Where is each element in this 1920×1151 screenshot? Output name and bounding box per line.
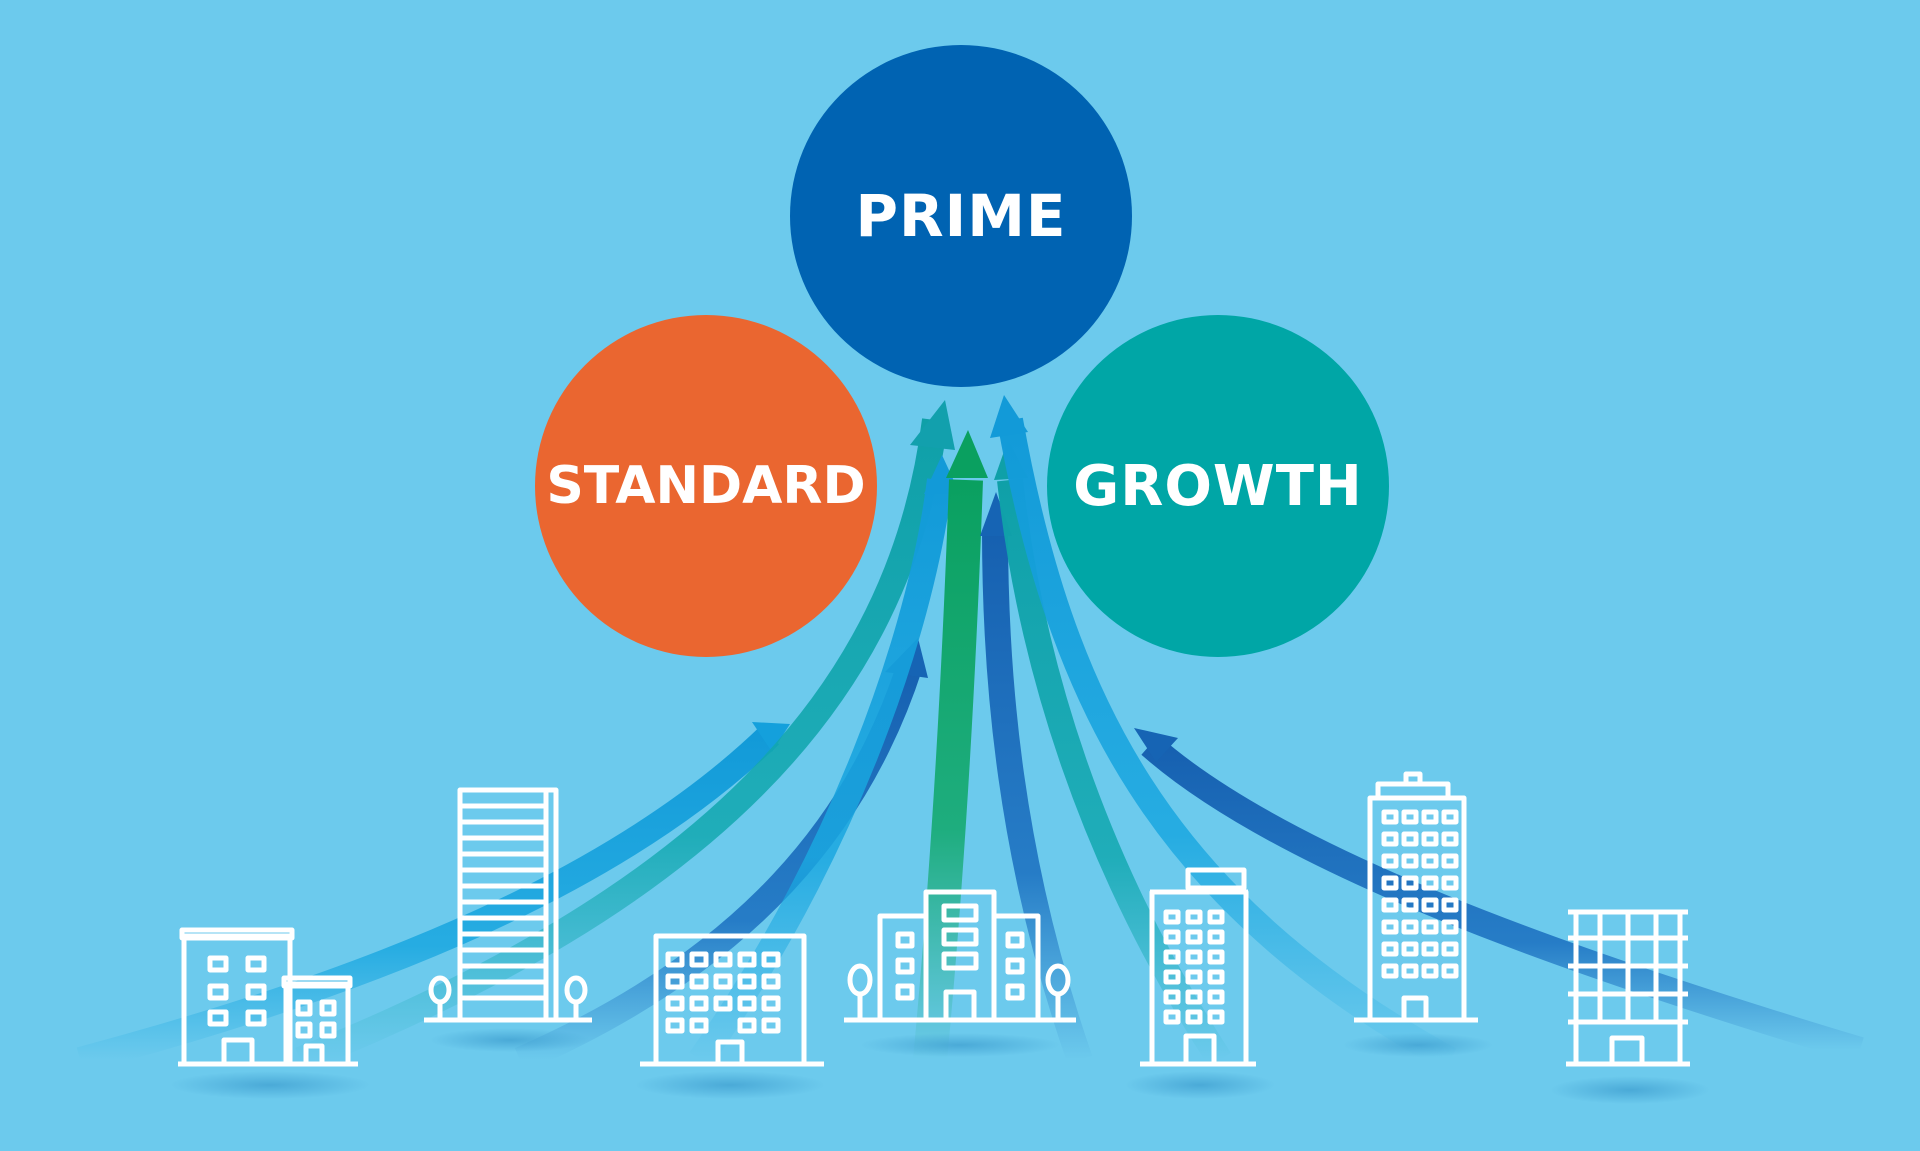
building-wide-office-icon [640,933,824,1067]
building-stacked-floors-icon [1566,909,1690,1067]
arrow-center-green-head [946,430,988,478]
arrow-left-outer [76,725,780,1073]
growth-segment-label: GROWTH [1073,453,1363,519]
arrow-center-right-dark [982,529,1093,1065]
growth-segment-circle: GROWTH [1047,315,1389,657]
building-small-office-icon [178,927,358,1067]
arrows-group [76,395,1864,1073]
building-shadows [170,1028,1710,1104]
building-right-tower-icon [1354,771,1478,1023]
buildings-group [178,771,1690,1067]
building-mid-tower-icon [1140,867,1256,1067]
arrow-left-outer-head [752,722,790,752]
arrow-right-long [997,417,1457,1072]
arrow-center-green [913,479,983,1062]
prime-segment-circle: PRIME [790,45,1132,387]
arrow-right-outer [1141,735,1864,1063]
standard-segment-label: STANDARD [546,456,866,516]
building-center-office-icon [844,889,1076,1023]
prime-segment-label: PRIME [855,182,1067,250]
standard-segment-circle: STANDARD [535,315,877,657]
building-tall-tower-icon [424,787,592,1023]
arrow-right-outer-head [1134,728,1178,762]
arrow-left-long-head [910,400,955,450]
arrow-center-right-teal [997,478,1231,1068]
arrow-right-long-head [990,395,1028,438]
